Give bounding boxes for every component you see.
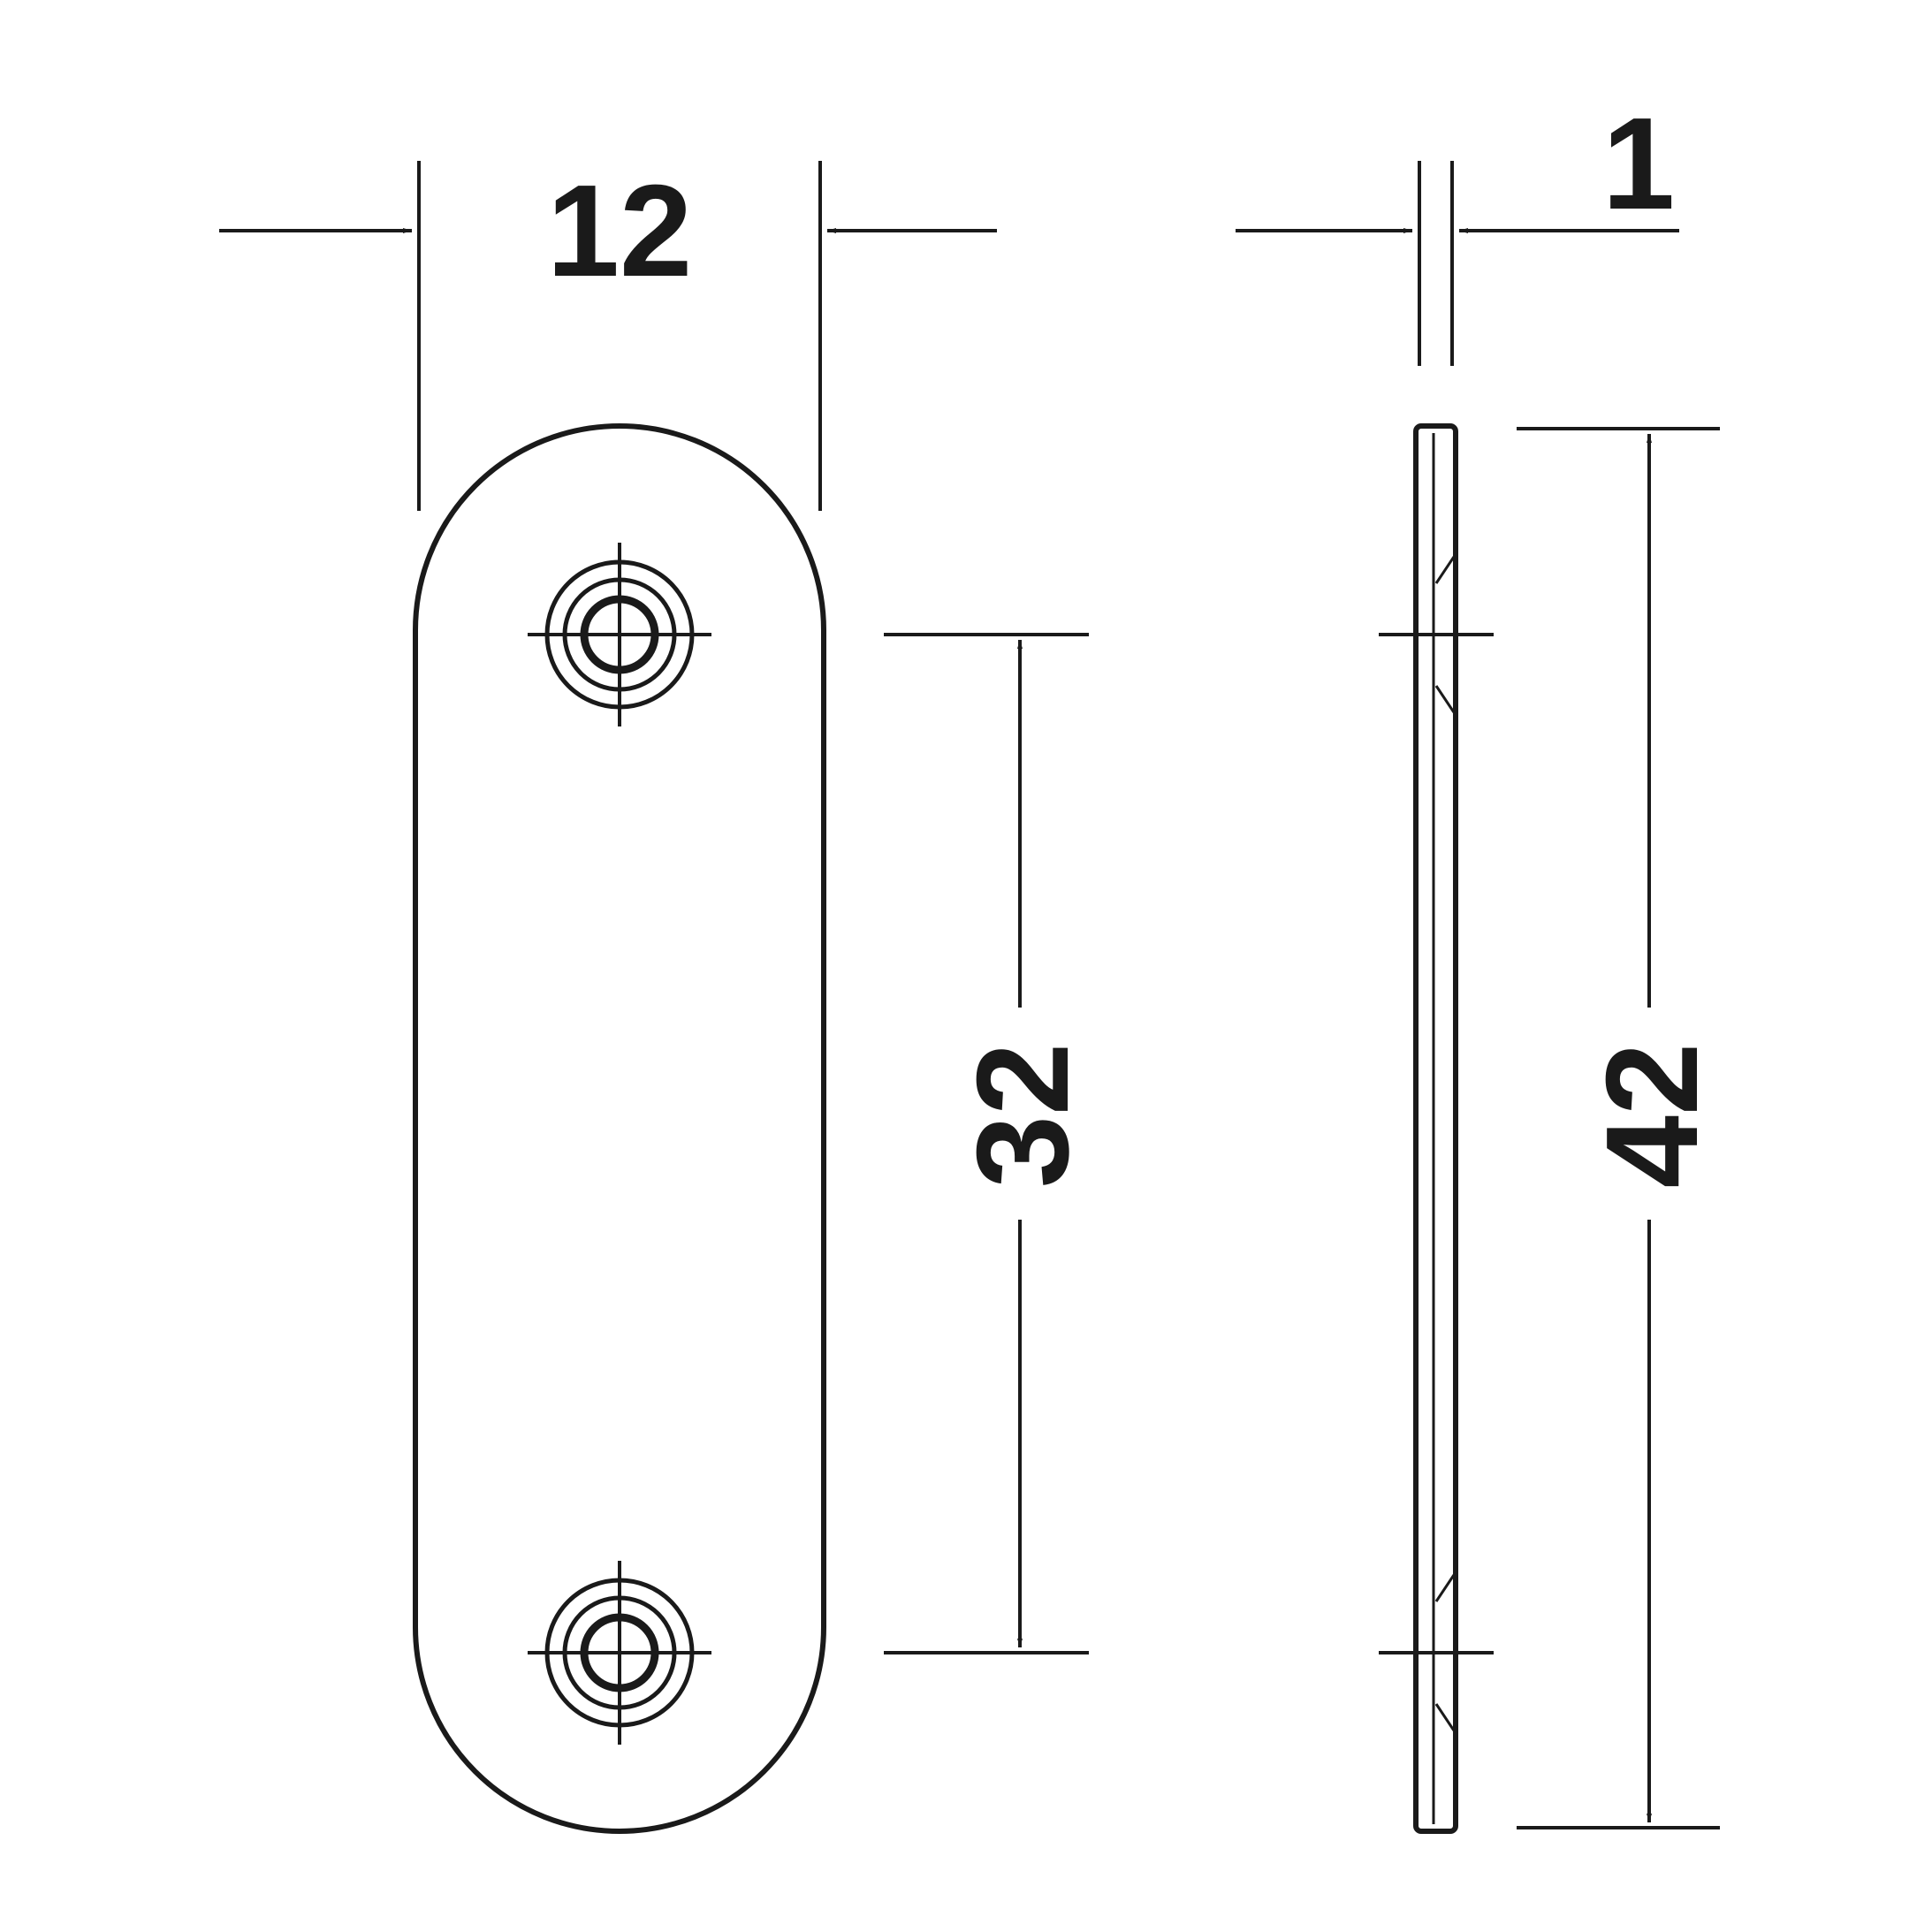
hole-spacing-dimension-label: 32 (950, 1043, 1096, 1189)
width-dimension-label: 12 (547, 158, 693, 304)
thickness-dimension-label: 1 (1602, 91, 1675, 237)
screw-hole-top (528, 543, 711, 726)
thickness-dimension (1236, 161, 1679, 366)
front-view-plate (413, 423, 826, 1834)
side-view-plate (1379, 423, 1494, 1834)
length-dimension (1517, 427, 1720, 1829)
length-dimension-label: 42 (1579, 1043, 1725, 1189)
hole-spacing-dimension (884, 633, 1089, 1654)
width-dimension (219, 161, 997, 511)
screw-hole-bottom (528, 1561, 711, 1745)
